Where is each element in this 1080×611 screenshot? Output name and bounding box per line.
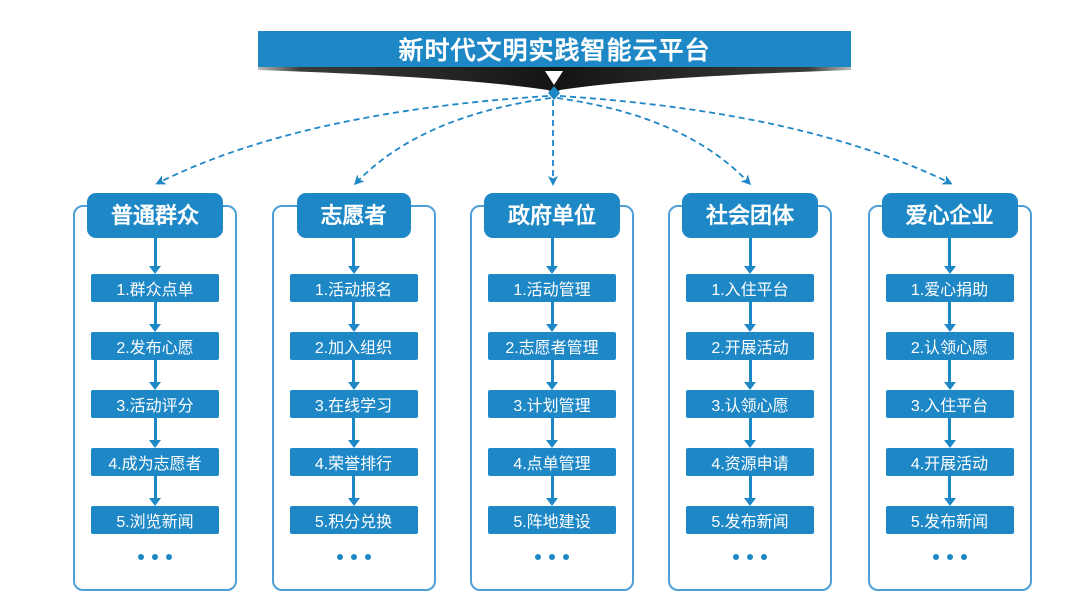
flow-step: 1.群众点单 <box>91 274 219 302</box>
flow-step: 3.活动评分 <box>91 390 219 418</box>
more-dots-icon <box>932 554 967 560</box>
flow-step: 1.入住平台 <box>686 274 814 302</box>
down-arrow-icon <box>744 476 756 506</box>
platform-title-banner: 新时代文明实践智能云平台 <box>258 31 851 67</box>
flow-step: 2.开展活动 <box>686 332 814 360</box>
more-dots-icon <box>535 554 569 560</box>
down-arrow-icon <box>347 238 360 274</box>
flow-step: 2.志愿者管理 <box>488 332 616 360</box>
more-dots-icon <box>336 554 371 560</box>
dashed-arrow-to-col1 <box>155 95 549 185</box>
role-header: 政府单位 <box>483 193 621 238</box>
down-arrow-icon <box>546 302 558 332</box>
down-arrow-icon <box>744 238 756 274</box>
flow-step: 1.活动报名 <box>289 274 418 302</box>
dashed-arrow-to-col5 <box>559 95 953 185</box>
role-column-4: 社会团体 1.入住平台 2.开展活动 3.认领心愿 4.资源申请 5.发布新闻 <box>668 193 832 591</box>
flow-step: 4.开展活动 <box>885 448 1014 476</box>
down-arrow-icon <box>546 238 558 274</box>
flow-step: 2.发布心愿 <box>91 332 219 360</box>
role-column-1: 普通群众 1.群众点单 2.发布心愿 3.活动评分 4.成为志愿者 5.浏览新闻 <box>73 193 237 591</box>
role-column-3: 政府单位 1.活动管理 2.志愿者管理 3.计划管理 4.点单管理 5.阵地建设 <box>470 193 634 591</box>
down-arrow-icon <box>546 476 558 506</box>
flow-step: 1.爱心捐助 <box>885 274 1014 302</box>
flow-step: 5.浏览新闻 <box>91 506 219 534</box>
down-arrow-icon <box>744 418 756 448</box>
flow-step: 5.发布新闻 <box>686 506 814 534</box>
flow-step: 3.入住平台 <box>885 390 1014 418</box>
dashed-arrow-to-col2 <box>353 97 552 186</box>
down-arrow-icon <box>943 418 956 448</box>
down-arrow-icon <box>943 302 956 332</box>
down-arrow-icon <box>149 238 161 274</box>
flow-step: 3.认领心愿 <box>686 390 814 418</box>
more-dots-icon <box>138 554 172 560</box>
down-arrow-icon <box>546 360 558 390</box>
flow-step: 4.成为志愿者 <box>91 448 219 476</box>
fan-arrows <box>155 66 953 186</box>
flow-step: 4.资源申请 <box>686 448 814 476</box>
role-header: 爱心企业 <box>881 193 1018 238</box>
flow-step: 3.计划管理 <box>488 390 616 418</box>
down-arrow-icon <box>149 302 161 332</box>
flow-step: 5.发布新闻 <box>885 506 1014 534</box>
down-arrow-icon <box>546 418 558 448</box>
down-arrow-icon <box>149 360 161 390</box>
down-arrow-icon <box>347 418 360 448</box>
role-header: 社会团体 <box>681 193 819 238</box>
down-arrow-icon <box>744 360 756 390</box>
role-header: 普通群众 <box>86 193 224 238</box>
down-arrow-icon <box>347 302 360 332</box>
down-arrow-icon <box>149 476 161 506</box>
down-arrow-icon <box>347 476 360 506</box>
down-arrow-icon <box>943 476 956 506</box>
role-header: 志愿者 <box>296 193 411 238</box>
down-arrow-icon <box>744 302 756 332</box>
flow-step: 5.阵地建设 <box>488 506 616 534</box>
role-column-2: 志愿者 1.活动报名 2.加入组织 3.在线学习 4.荣誉排行 5.积分兑换 <box>271 193 436 591</box>
flow-step: 1.活动管理 <box>488 274 616 302</box>
role-column-5: 爱心企业 1.爱心捐助 2.认领心愿 3.入住平台 4.开展活动 5.发布新闻 <box>867 193 1032 591</box>
fan-origin-diamond-icon <box>548 86 560 100</box>
flow-step: 2.认领心愿 <box>885 332 1014 360</box>
down-arrow-icon <box>347 360 360 390</box>
ribbon-down-arrow-icon <box>545 71 563 85</box>
flow-step: 5.积分兑换 <box>289 506 418 534</box>
flow-step: 4.荣誉排行 <box>289 448 418 476</box>
dashed-arrow-to-col4 <box>556 97 752 186</box>
down-arrow-icon <box>943 360 956 390</box>
down-arrow-icon <box>943 238 956 274</box>
page-title: 新时代文明实践智能云平台 <box>398 37 711 65</box>
flow-step: 3.在线学习 <box>289 390 418 418</box>
flow-step: 4.点单管理 <box>488 448 616 476</box>
flow-step: 2.加入组织 <box>289 332 418 360</box>
down-arrow-icon <box>149 418 161 448</box>
more-dots-icon <box>733 554 767 560</box>
